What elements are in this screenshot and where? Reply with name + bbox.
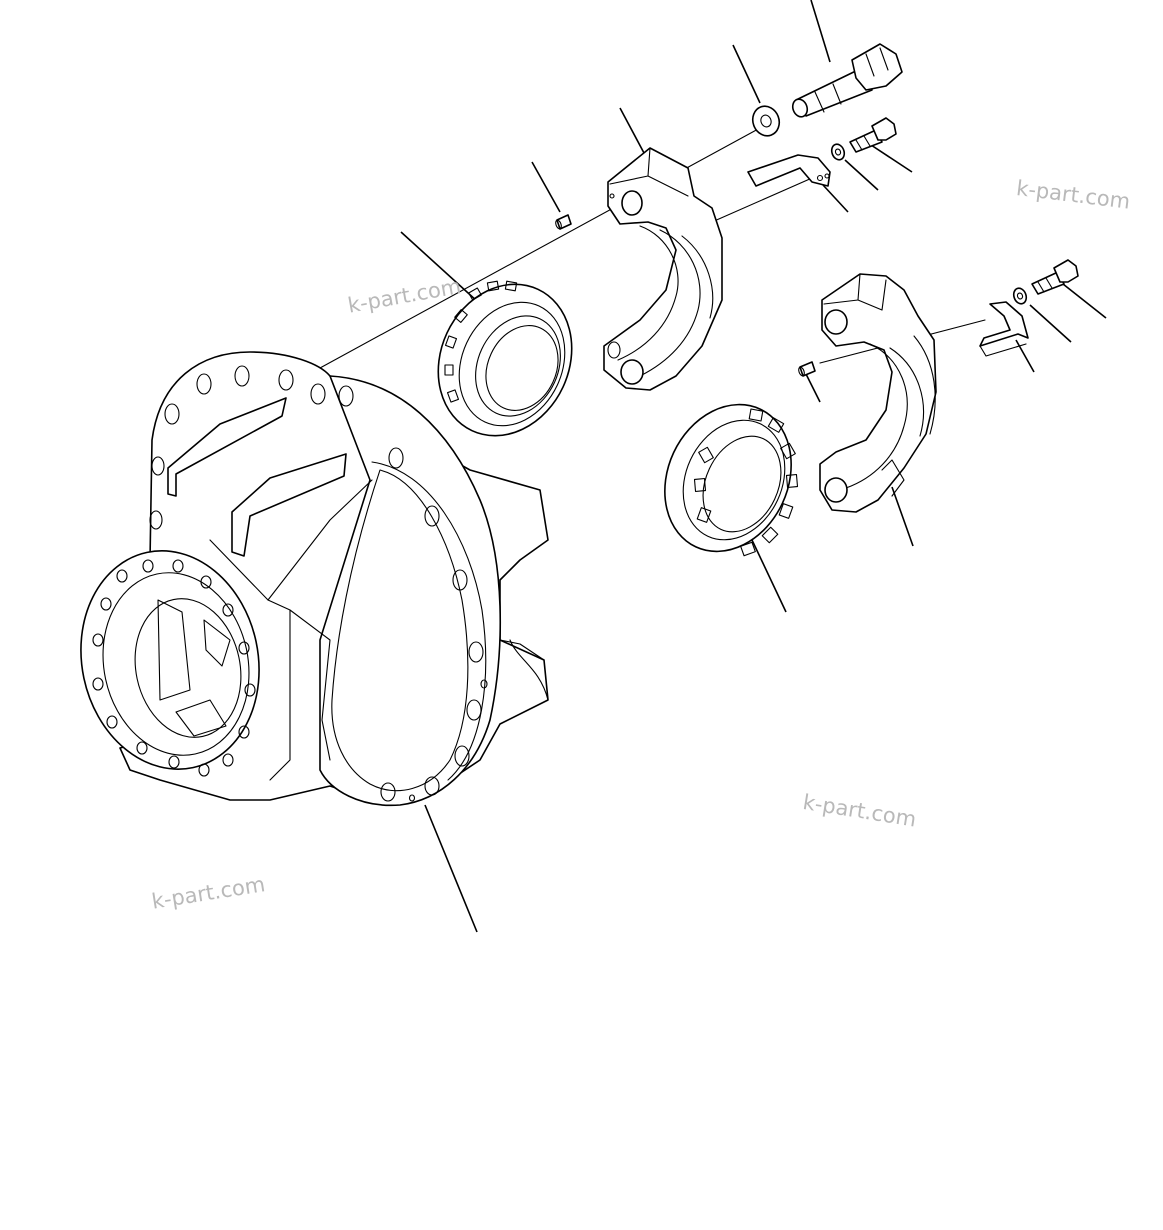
lock-washer-upper [830, 143, 846, 161]
leader-lower-cap [891, 486, 914, 547]
washer [751, 105, 781, 137]
bearing-lower [664, 403, 799, 557]
pin-lower [798, 361, 816, 377]
screw-lower [1031, 259, 1079, 295]
leader-pin-lower [805, 373, 821, 403]
flange-bolt-holes [149, 365, 488, 802]
assembly-axis-cap-upper [711, 177, 813, 223]
pin-upper [555, 214, 572, 230]
leader-lock-washer-upper [844, 159, 879, 191]
leader-washer [732, 44, 761, 104]
bearing-cap-upper [603, 147, 723, 391]
leader-pin-upper [531, 161, 561, 213]
leader-bearing-upper [400, 231, 479, 303]
leader-screw-upper [867, 142, 913, 173]
leader-bearing-lower [751, 539, 787, 613]
screw-upper [849, 117, 897, 153]
bearing-cap-lower [819, 273, 937, 513]
bearing-upper [437, 280, 573, 437]
lock-plate-lower [979, 301, 1029, 357]
bolt [791, 43, 903, 118]
lock-washer-lower [1012, 287, 1028, 305]
pinion-flange-bolt-holes [92, 559, 256, 777]
leader-lock-washer-lower [1029, 304, 1072, 343]
leader-upper-cap [619, 107, 645, 154]
leader-lock-plate-lower [1015, 339, 1035, 373]
differential-carrier-housing [80, 351, 549, 807]
leader-housing [424, 804, 478, 933]
leader-bolt [810, 0, 831, 63]
leader-screw-lower [1062, 283, 1107, 319]
leader-lock-plate-upper [822, 184, 849, 213]
lock-plate-upper [747, 154, 831, 187]
